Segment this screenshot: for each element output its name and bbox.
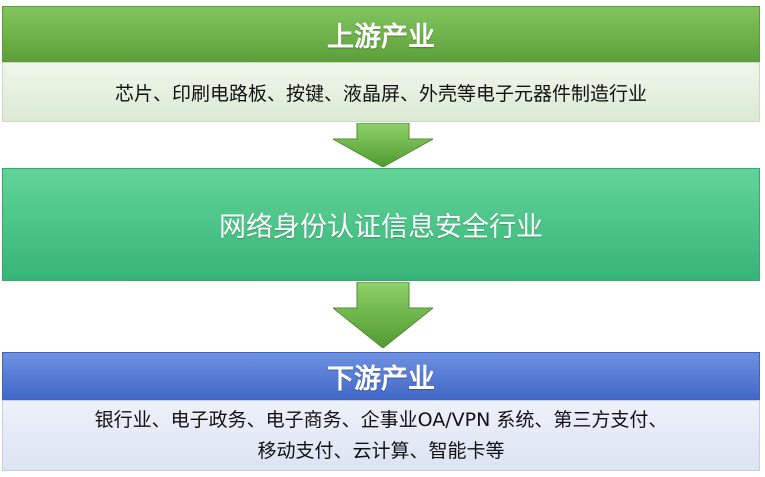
upstream-body: 芯片、印刷电路板、按键、液晶屏、外壳等电子元器件制造行业 [2,62,760,122]
down-arrow-icon [333,123,433,167]
upstream-header: 上游产业 [2,6,760,62]
downstream-body: 银行业、电子政务、电子商务、企事业OA/VPN 系统、第三方支付、 移动支付、云… [2,400,760,471]
downstream-description-line2: 移动支付、云计算、智能卡等 [257,439,505,462]
upstream-title: 上游产业 [327,21,435,53]
downstream-header: 下游产业 [2,352,760,400]
downstream-description-line1: 银行业、电子政务、电子商务、企事业OA/VPN 系统、第三方支付、 [94,408,668,431]
down-arrow-icon [333,282,433,348]
middle-title: 网络身份认证信息安全行业 [219,212,543,243]
middle-industry-box: 网络身份认证信息安全行业 [2,168,760,281]
upstream-description: 芯片、印刷电路板、按键、液晶屏、外壳等电子元器件制造行业 [114,82,647,105]
downstream-title: 下游产业 [327,363,435,395]
